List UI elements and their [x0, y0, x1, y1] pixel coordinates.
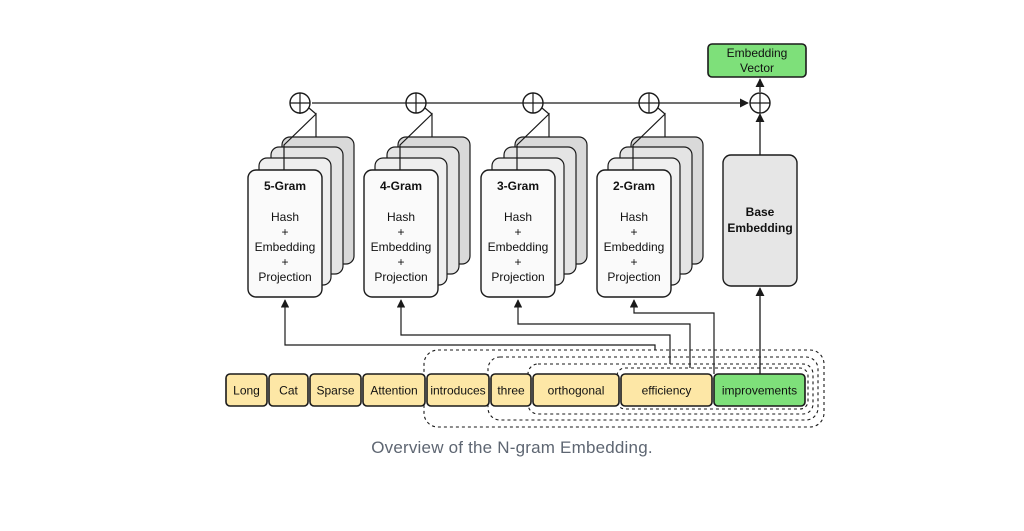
- ngram-line-hash: Hash: [504, 210, 532, 224]
- token-row: Long Cat Sparse Attention introduces thr…: [225, 373, 806, 407]
- ngram-line-plus: +: [514, 225, 521, 239]
- base-embedding-label-2: Embedding: [727, 221, 792, 235]
- ngram-stack-5gram: 5-Gram Hash + Embedding + Projection: [247, 107, 355, 298]
- token-highlighted: improvements: [713, 373, 806, 407]
- token: Cat: [268, 373, 309, 407]
- ngram-title-2gram: 2-Gram: [613, 179, 655, 193]
- ngram-title-4gram: 4-Gram: [380, 179, 422, 193]
- sum-node-4gram: [405, 92, 427, 114]
- ngram-line-projection: Projection: [258, 270, 311, 284]
- token-label: Long: [233, 384, 260, 398]
- sum-node-3gram: [522, 92, 544, 114]
- embedding-vector-box: Embedding Vector: [707, 43, 807, 78]
- ngram-line-hash: Hash: [271, 210, 299, 224]
- token-label: Attention: [370, 384, 417, 398]
- ngram-line-plus: +: [397, 225, 404, 239]
- token: efficiency: [620, 373, 713, 407]
- ngram-stack-3gram: 3-Gram Hash + Embedding + Projection: [480, 107, 588, 298]
- token-label: Cat: [279, 384, 298, 398]
- ngram-line-embedding: Embedding: [371, 240, 432, 254]
- token: three: [490, 373, 532, 407]
- token-label: Sparse: [316, 384, 354, 398]
- ngram-line-projection: Projection: [491, 270, 544, 284]
- window-3gram: [527, 363, 814, 415]
- ngram-line-embedding: Embedding: [604, 240, 665, 254]
- sum-node-final: [749, 92, 771, 114]
- sum-node-5gram: [289, 92, 311, 114]
- ngram-line-hash: Hash: [387, 210, 415, 224]
- ngram-title-3gram: 3-Gram: [497, 179, 539, 193]
- ngram-line-embedding: Embedding: [255, 240, 316, 254]
- token-label: orthogonal: [548, 384, 605, 398]
- ngram-line-plus: +: [630, 255, 637, 269]
- window-2gram: [616, 367, 809, 410]
- token: introduces: [426, 373, 490, 407]
- route-4gram: [396, 299, 671, 364]
- ngram-stack-4gram: 4-Gram Hash + Embedding + Projection: [363, 107, 471, 298]
- ngram-line-plus: +: [514, 255, 521, 269]
- route-5gram: [280, 299, 656, 350]
- token-label: efficiency: [642, 384, 692, 398]
- ngram-line-plus: +: [281, 225, 288, 239]
- token-label: three: [497, 384, 525, 398]
- token: Sparse: [309, 373, 362, 407]
- ngram-line-hash: Hash: [620, 210, 648, 224]
- embedding-vector-label-1: Embedding: [727, 46, 788, 60]
- route-3gram: [513, 299, 691, 368]
- ngram-stack-2gram: 2-Gram Hash + Embedding + Projection: [596, 107, 704, 298]
- base-embedding-box: Base Embedding: [722, 154, 798, 287]
- token-label: improvements: [722, 384, 797, 398]
- ngram-title-5gram: 5-Gram: [264, 179, 306, 193]
- ngram-line-plus: +: [397, 255, 404, 269]
- token-label: introduces: [430, 384, 485, 398]
- token: Attention: [362, 373, 426, 407]
- ngram-line-plus: +: [630, 225, 637, 239]
- route-2gram: [629, 299, 715, 374]
- ngram-line-embedding: Embedding: [488, 240, 549, 254]
- embedding-vector-label-2: Vector: [740, 61, 774, 75]
- token: orthogonal: [532, 373, 620, 407]
- ngram-line-plus: +: [281, 255, 288, 269]
- ngram-line-projection: Projection: [374, 270, 427, 284]
- ngram-line-projection: Projection: [607, 270, 660, 284]
- sum-node-2gram: [638, 92, 660, 114]
- figure-caption: Overview of the N-gram Embedding.: [371, 438, 653, 457]
- base-embedding-label-1: Base: [746, 205, 775, 219]
- token: Long: [225, 373, 268, 407]
